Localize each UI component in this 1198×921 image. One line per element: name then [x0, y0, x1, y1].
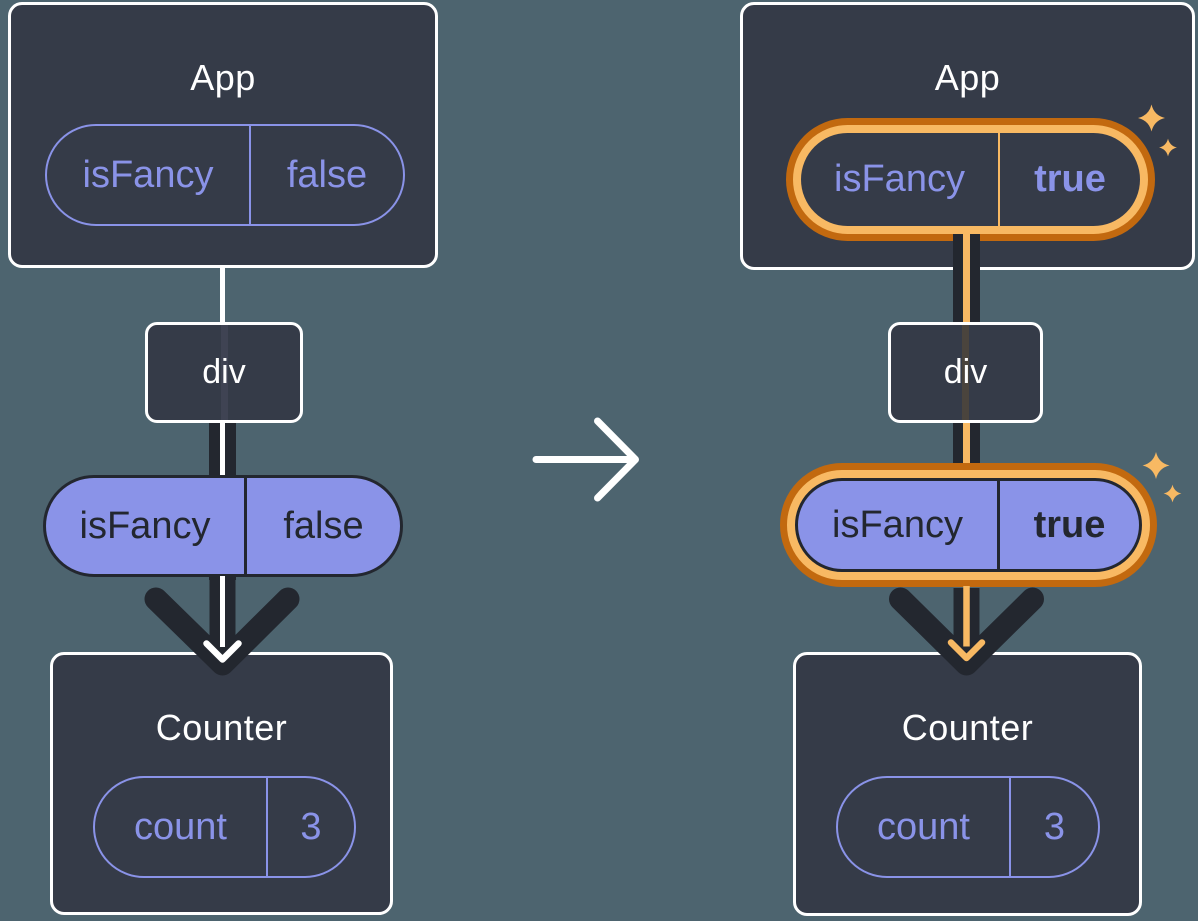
component-title: App: [934, 57, 1001, 98]
prop-passthrough-stripe: [962, 325, 969, 420]
state-value-label: false: [286, 153, 368, 196]
state-value-label: true: [1034, 158, 1106, 200]
div-component-card: div: [145, 322, 303, 423]
prop-passthrough-stripe: [220, 325, 228, 420]
prop-key-label: isFancy: [46, 478, 247, 574]
state-pill: count 3: [836, 776, 1100, 878]
state-value-label: 3: [1043, 805, 1066, 848]
prop-key-label: isFancy: [798, 481, 1000, 569]
component-title: div: [943, 353, 988, 391]
state-pill: isFancy false: [45, 124, 405, 226]
component-title: Counter: [155, 707, 288, 748]
counter-component-card: Counter count 3: [50, 652, 393, 915]
prop-pill: isFancy false: [43, 475, 403, 577]
prop-value-label: false: [283, 504, 364, 547]
highlighted-state-pill: isFancy true: [786, 118, 1155, 241]
state-key-label: isFancy: [47, 126, 251, 224]
state-key-label: isFancy: [801, 133, 1000, 226]
component-title: App: [190, 57, 256, 98]
counter-component-card: Counter count 3: [793, 652, 1142, 916]
highlighted-prop-pill: isFancy true: [780, 463, 1157, 587]
left-app-to-div-line: [220, 266, 225, 326]
state-key-label: count: [95, 778, 268, 876]
div-component-card: div: [888, 322, 1043, 423]
state-key-label: count: [838, 778, 1011, 876]
state-value-label: 3: [300, 805, 322, 848]
app-component-card: App isFancy false: [8, 2, 438, 268]
prop-value-label: true: [1033, 503, 1106, 546]
component-title: div: [202, 353, 246, 391]
app-component-card: App isFancy true: [740, 2, 1195, 270]
transition-arrow-icon: [532, 417, 639, 502]
component-title: Counter: [901, 707, 1034, 748]
state-pill: count 3: [93, 776, 356, 878]
